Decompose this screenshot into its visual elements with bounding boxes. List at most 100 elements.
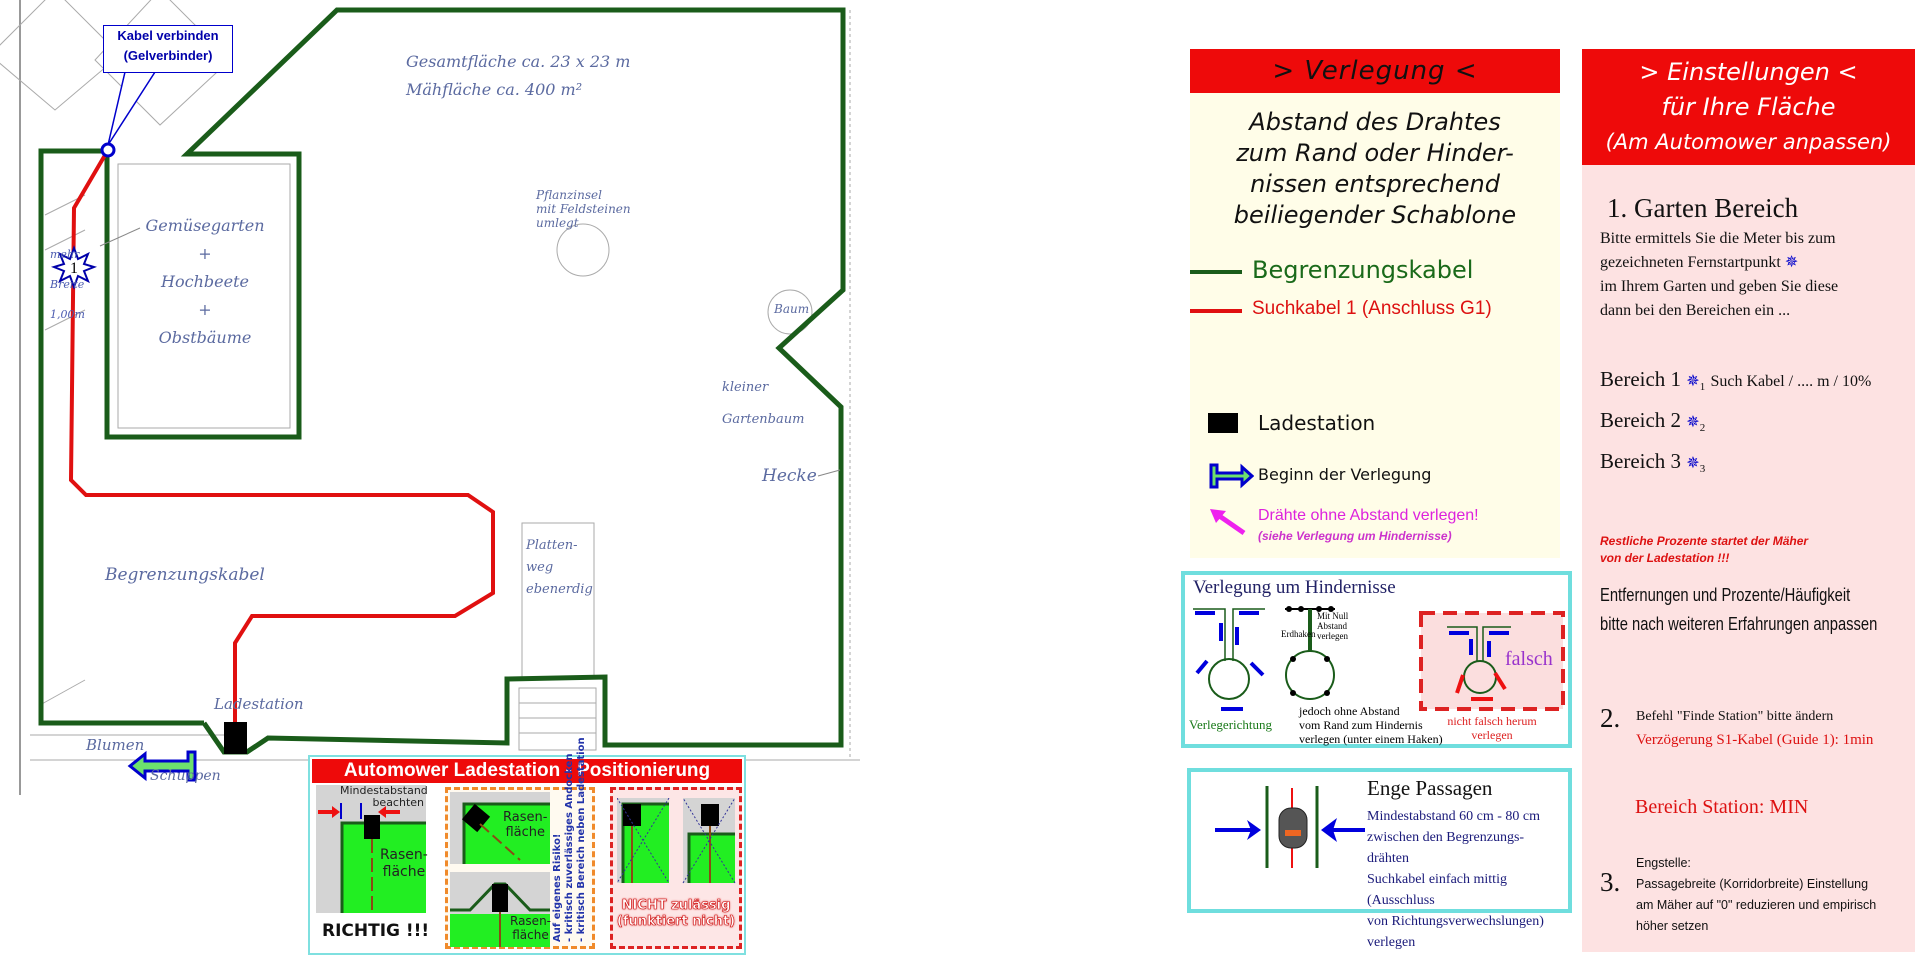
verlegung-header: > Verlegung < (1190, 49, 1560, 93)
legend-start-label: Beginn der Verlegung (1258, 465, 1432, 484)
cable-connector-icon (100, 142, 116, 158)
callout-line: (Gelverbinder) (123, 48, 213, 63)
label-small-tree: kleiner Gartenbaum (722, 372, 804, 436)
area-label: Bereich 3 (1600, 449, 1682, 474)
label-line: Rasen- (380, 847, 428, 863)
legend-start-arrow-icon (1209, 463, 1254, 489)
legend-guide-label: Suchkabel 1 (Anschluss G1) (1252, 298, 1492, 319)
zero-gap-label: Mit Null (1317, 611, 1349, 621)
section3-number: 3. (1600, 867, 1621, 897)
hindernisse-diagrams: Verlegerichtung Erdhaken Mit Null Abstan… (1189, 606, 1565, 746)
legend-boundary-label: Begrenzungskabel (1252, 256, 1474, 284)
enge-passagen-box: Enge Passagen Mindestabstand 60 cm - 80 … (1187, 768, 1572, 950)
label-line: beachten (372, 796, 424, 809)
legend-guide-line (1190, 309, 1242, 313)
wrong-note-line: verlegen (1471, 728, 1512, 742)
correct-direction-diagram: Verlegerichtung (1189, 608, 1273, 732)
label-line: (funktiert nicht) (616, 914, 736, 930)
risk-diagrams (450, 792, 550, 947)
area-star-number: 1 (1699, 381, 1706, 394)
text-line: Passagebreite (Korridorbreite) Einstellu… (1636, 877, 1869, 891)
text-line: höher setzen (1636, 919, 1709, 933)
label-total-area: Gesamtfläche ca. 23 x 23 m (406, 52, 631, 71)
label-mow-area: Mähfläche ca. 400 m² (406, 80, 583, 99)
remote-start-star-icon (50, 245, 98, 290)
area-star-icon: ✵2 (1686, 414, 1706, 435)
label-charging-station: Ladestation (214, 695, 304, 713)
section1-text: Bitte ermittels Sie die Meter bis zum ge… (1600, 227, 1838, 323)
label-line: Platten- (526, 538, 578, 553)
section2-command: Befehl "Finde Station" bitte ändern (1636, 709, 1834, 724)
verlegung-panel: > Verlegung < Abstand des Drahtes zum Ra… (1190, 49, 1560, 558)
section2-number: 2. (1600, 703, 1621, 733)
label-line: Mindestabstand (340, 784, 428, 797)
area-list: Bereich 1 ✵1 Such Kabel / .... m / 10% B… (1600, 363, 1871, 487)
label-line: umlegt (536, 216, 579, 230)
label-line: ebenerdig (526, 582, 593, 597)
label-line: Hochbeete (161, 272, 249, 291)
start-arrow-icon (127, 750, 197, 782)
area-star-icon: ✵3 (1686, 455, 1706, 476)
intro-line: nissen entsprechend (1250, 170, 1500, 198)
note-line: verlegen (unter einem Haken) (1299, 732, 1443, 746)
risk-note: Auf eigenes Risiko! - kritisch zuverläss… (552, 737, 588, 942)
remaining-note: Restliche Prozente startet der Mäher von… (1600, 533, 1808, 567)
label-line: - kritisch zuverlässiges Andocken (564, 753, 575, 942)
section3-text: Engstelle: Passagebreite (Korridorbreite… (1636, 853, 1876, 937)
legend-no-gap-arrow-icon (1210, 509, 1246, 536)
label-line: Gartenbaum (722, 412, 805, 427)
label-line: Rasen- (503, 810, 548, 825)
header-line: > Einstellungen < (1639, 58, 1858, 86)
not-allowed-label: NICHT zulässig (funktiert nicht) (613, 898, 739, 930)
not-allowed-box: NICHT zulässig (funktiert nicht) (610, 787, 742, 949)
label-line: Rasen- (510, 914, 551, 928)
narrow-passage-diagram (1215, 786, 1365, 868)
label-tree: Baum (774, 302, 810, 316)
enge-line: von Richtungsverwechslungen) verlegen (1367, 914, 1544, 950)
label-line: 1,00m (50, 308, 85, 321)
header-line: für Ihre Fläche (1661, 93, 1836, 121)
label-hedge: Hecke (762, 466, 817, 486)
min-distance-note: Mindestabstand beachten (340, 784, 428, 809)
label-vegetable-garden: Gemüsegarten + Hochbeete + Obstbäume (130, 212, 280, 352)
text-line: dann bei den Bereichen ein ... (1600, 302, 1791, 319)
intro-line: beiliegender Schablone (1233, 201, 1517, 229)
label-line: fläche (382, 864, 426, 880)
area-star-number: 3 (1699, 463, 1706, 476)
enge-line: Suchkabel einfach mittig (Ausschluss (1367, 872, 1507, 908)
label-line: Gemüsegarten (145, 216, 265, 235)
hindernisse-title: Verlegung um Hindernisse (1193, 577, 1396, 598)
text-line: Entfernungen und Prozente/Häufigkeit (1600, 585, 1851, 605)
label-line: + (198, 300, 212, 319)
adjust-note: Entfernungen und Prozente/Häufigkeit bit… (1600, 581, 1877, 639)
enge-line: zwischen den Begrenzungs- (1367, 830, 1525, 845)
area-note: Such Kabel / .... m / 10% (1710, 373, 1872, 390)
enge-text: Mindestabstand 60 cm - 80 cm zwischen de… (1367, 806, 1568, 953)
lawn-label: Rasen- fläche (380, 847, 428, 881)
charging-station-icon (224, 722, 247, 754)
label-line: mit Feldsteinen (536, 202, 631, 216)
hindernisse-box: Verlegung um Hindernisse Verlegerichtung… (1181, 571, 1572, 748)
label-plant-island: Pflanzinsel mit Feldsteinen umlegt (536, 188, 631, 230)
hook-label: Erdhaken (1281, 629, 1316, 639)
text-line: Bitte ermittels Sie die Meter bis zum (1600, 230, 1836, 247)
guide-cable (68, 148, 495, 722)
area-row: Bereich 2 ✵2 (1600, 404, 1871, 445)
zero-gap-label: verlegen (1317, 631, 1348, 641)
label-line: NICHT zulässig (621, 898, 731, 914)
station-area: Bereich Station: MIN (1635, 796, 1809, 818)
text-line: am Mäher auf "0" reduzieren und empirisc… (1636, 898, 1877, 912)
label-line: - kritisch Bereich neben Ladestation (576, 737, 587, 942)
garden-plan: 1 (0, 0, 860, 795)
star-icon: ✵ (1784, 254, 1799, 271)
text-line: gezeichneten Fernstartpunkt (1600, 254, 1781, 271)
label-boundary-cable: Begrenzungskabel (105, 565, 265, 585)
correct-position-diagram (316, 785, 426, 913)
legend-no-gap-label: Drähte ohne Abstand verlegen! (1258, 507, 1479, 524)
zero-gap-label: Abstand (1317, 621, 1347, 631)
lawn-label: Rasen- fläche (503, 810, 547, 840)
label-line: fläche (512, 928, 549, 942)
area-star-icon: ✵1 (1686, 373, 1706, 394)
legend-no-gap-note: (siehe Verlegung um Hindernisse) (1258, 529, 1452, 543)
wrong-direction-diagram: falsch nicht falsch herum verlegen (1419, 611, 1565, 742)
